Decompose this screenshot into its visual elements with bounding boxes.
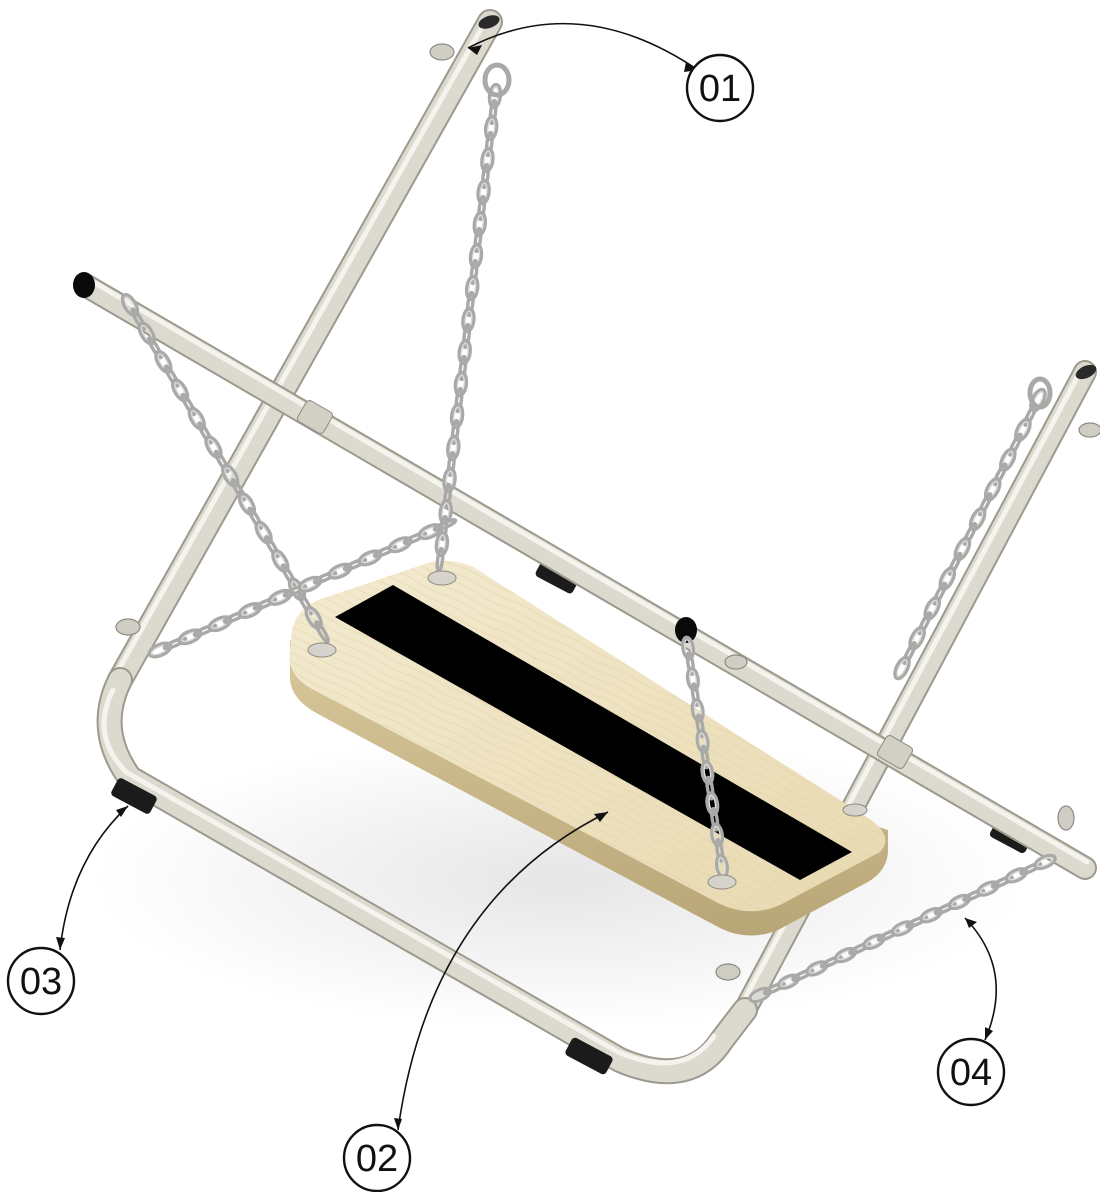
chain-link [1033,853,1057,871]
callout-02: 02 [344,1125,410,1191]
callout-01-label: 01 [699,68,741,110]
callout-03: 03 [8,948,74,1014]
callout-04: 04 [938,1039,1004,1105]
callout-03-label: 03 [20,961,62,1003]
callout-01: 01 [687,55,753,121]
chain-right-upper [892,387,1048,680]
callout-04-label: 04 [950,1052,992,1094]
callout-02-label: 02 [356,1138,398,1180]
